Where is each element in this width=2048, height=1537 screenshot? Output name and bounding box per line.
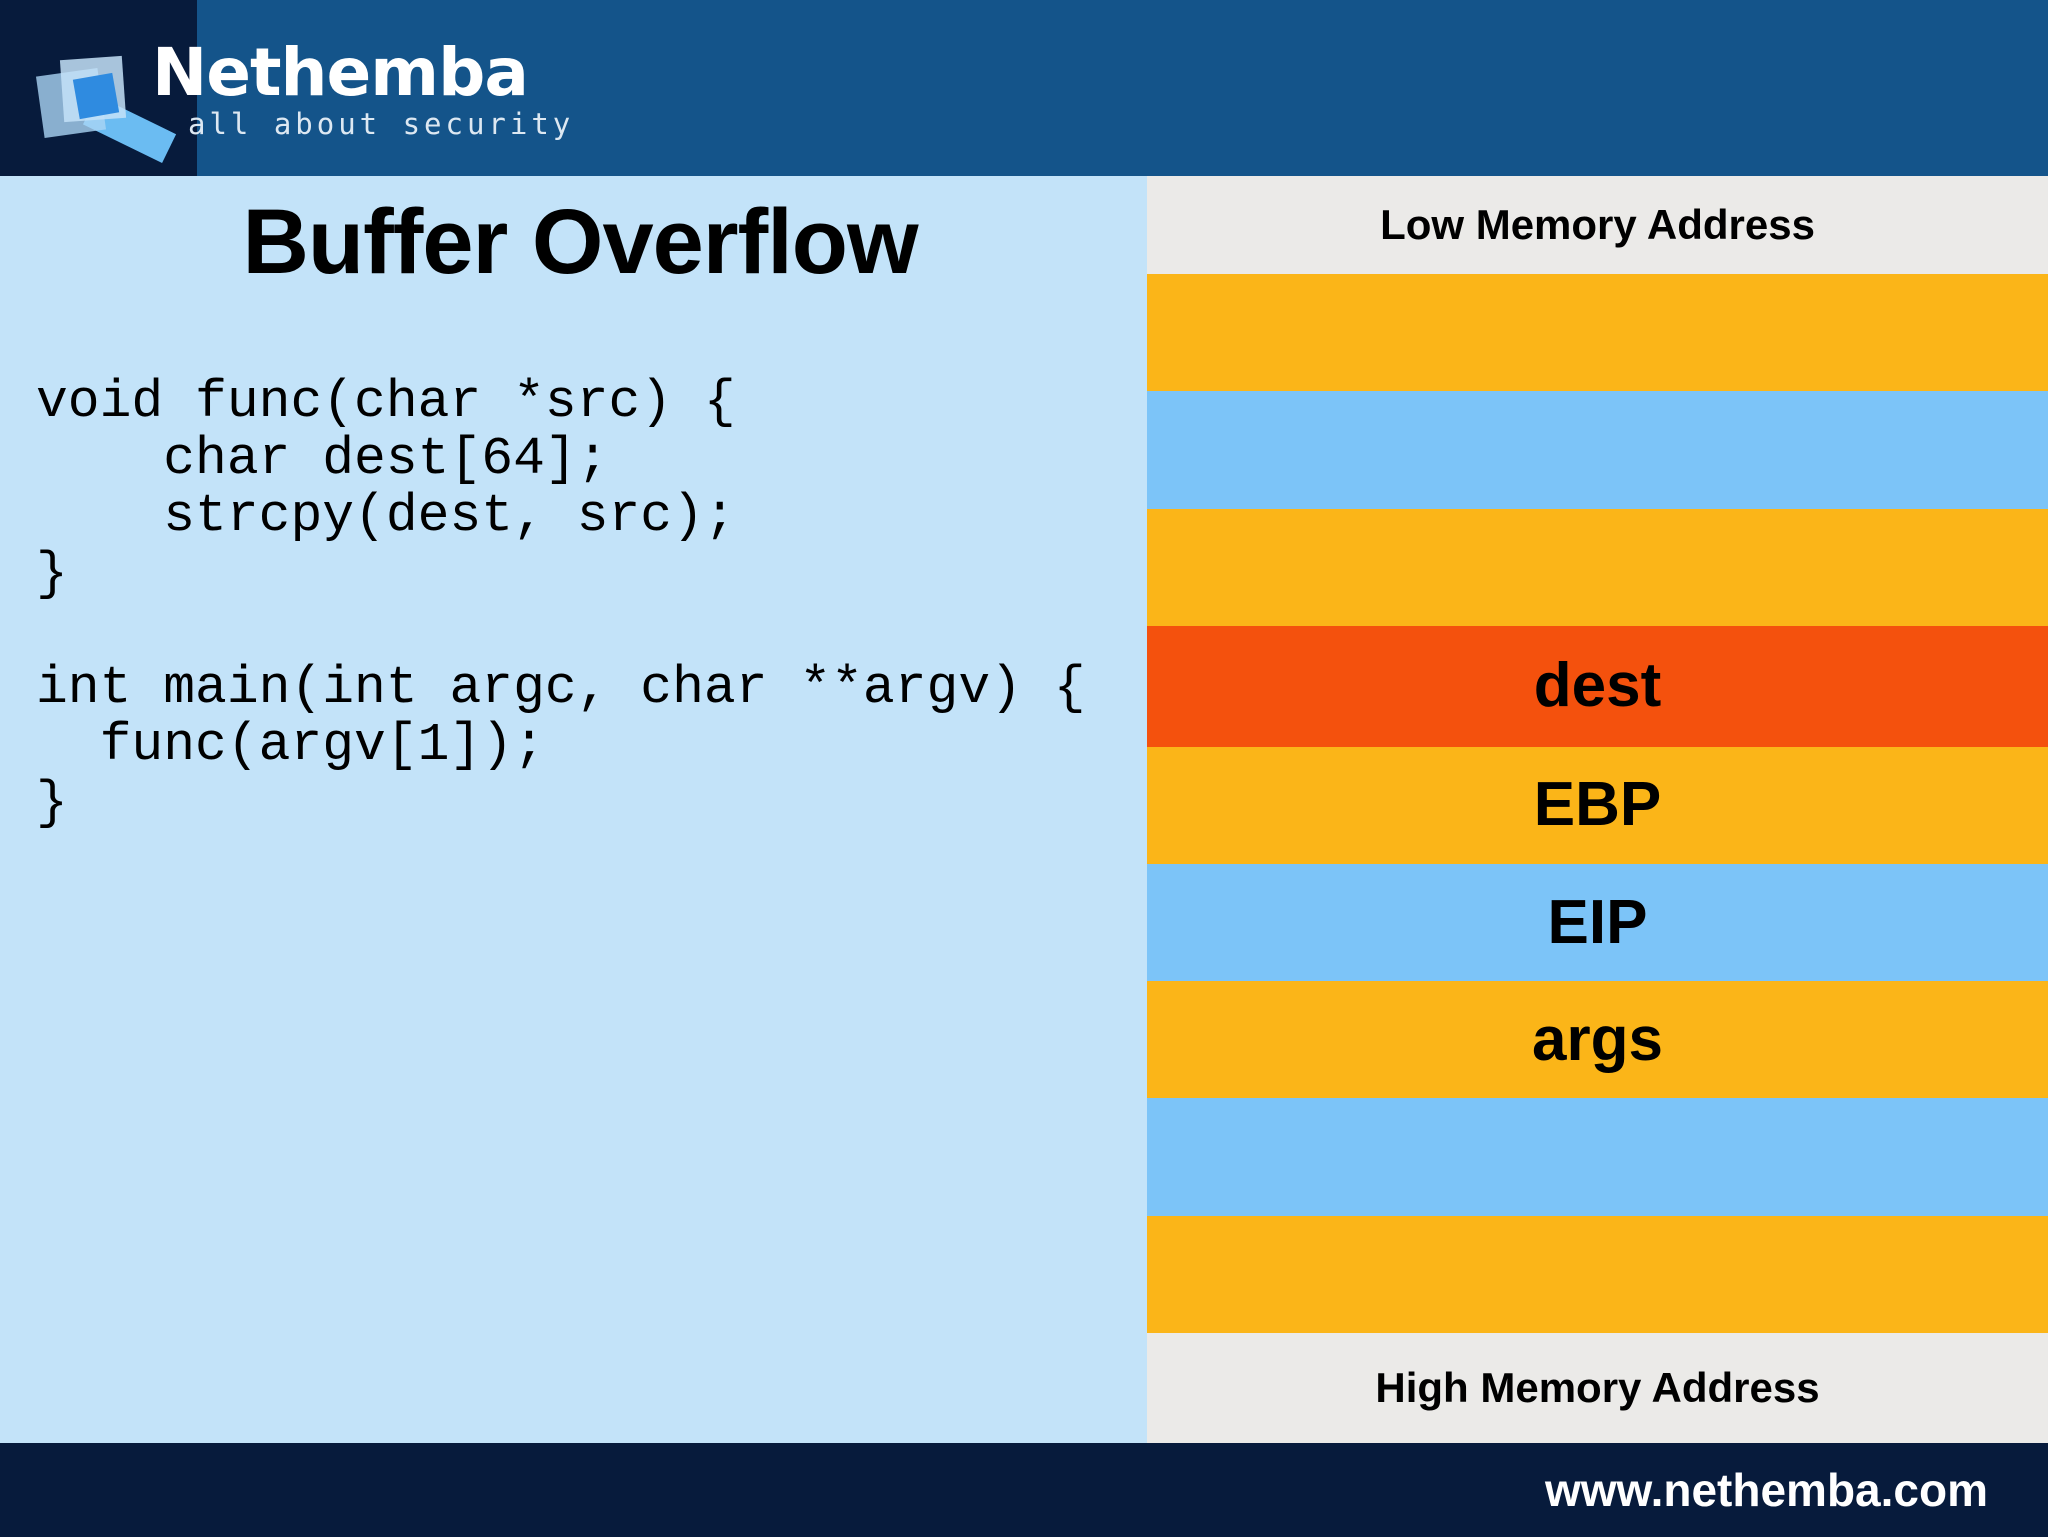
stack-row-label: EBP [1533,770,1662,840]
stack-row [1147,508,2048,626]
high-memory-address-label: High Memory Address [1147,1333,2048,1443]
stack-row [1147,274,2048,392]
stack-row [1147,1098,2048,1216]
stack-row-dest: dest [1147,625,2048,747]
magnifier-logo-icon [35,42,177,163]
stack-row [1147,391,2048,509]
code-listing: void func(char *src) { char dest[64]; st… [36,372,1086,833]
stack-row-label: EIP [1547,887,1648,957]
stack-row [1147,1215,2048,1334]
page-title: Buffer Overflow [242,191,918,293]
stack-row-label: args [1532,1004,1663,1074]
stack-row-label: dest [1533,651,1662,721]
brand-wordmark: Nethemba [152,34,529,111]
slide-header: Nethemba all about security [0,0,2048,176]
logo-square-core [72,72,120,120]
brand-tagline: all about security [188,107,575,141]
stack-row-ebp: EBP [1147,746,2048,864]
footer-website-link[interactable]: www.nethemba.com [1544,1464,1988,1516]
stack-row-args: args [1147,981,2048,1099]
slide-footer: www.nethemba.com [0,1443,2048,1537]
stack-row-eip: EIP [1147,863,2048,982]
low-memory-address-label: Low Memory Address [1147,176,2048,274]
